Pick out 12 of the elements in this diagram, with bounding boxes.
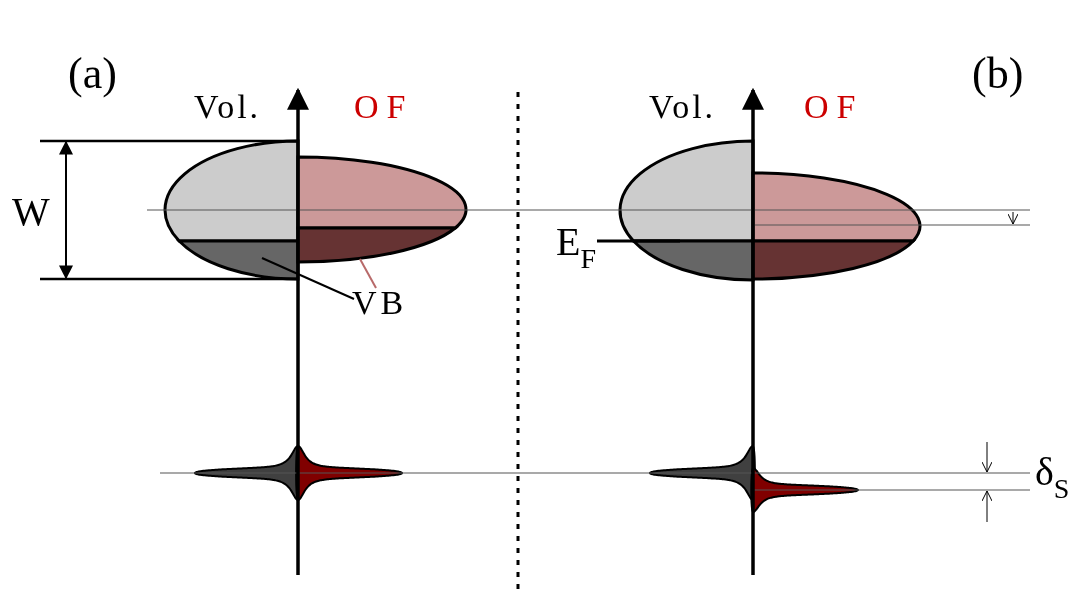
- leader-line: [359, 258, 377, 289]
- axis-label: OF: [804, 90, 864, 124]
- fermi-level-label: E$_{F}$: [556, 222, 596, 273]
- axis-label: Vol.: [194, 90, 262, 124]
- panel-label: (a): [68, 52, 117, 96]
- dimension-label: W: [12, 192, 50, 232]
- axis-label: OF: [354, 90, 414, 124]
- band-label: VB: [352, 286, 408, 320]
- shift-label: δ$_{S}$: [1035, 452, 1070, 503]
- axis-label: Vol.: [649, 90, 717, 124]
- panel-label: (b): [972, 52, 1024, 96]
- leader-line: [261, 257, 355, 300]
